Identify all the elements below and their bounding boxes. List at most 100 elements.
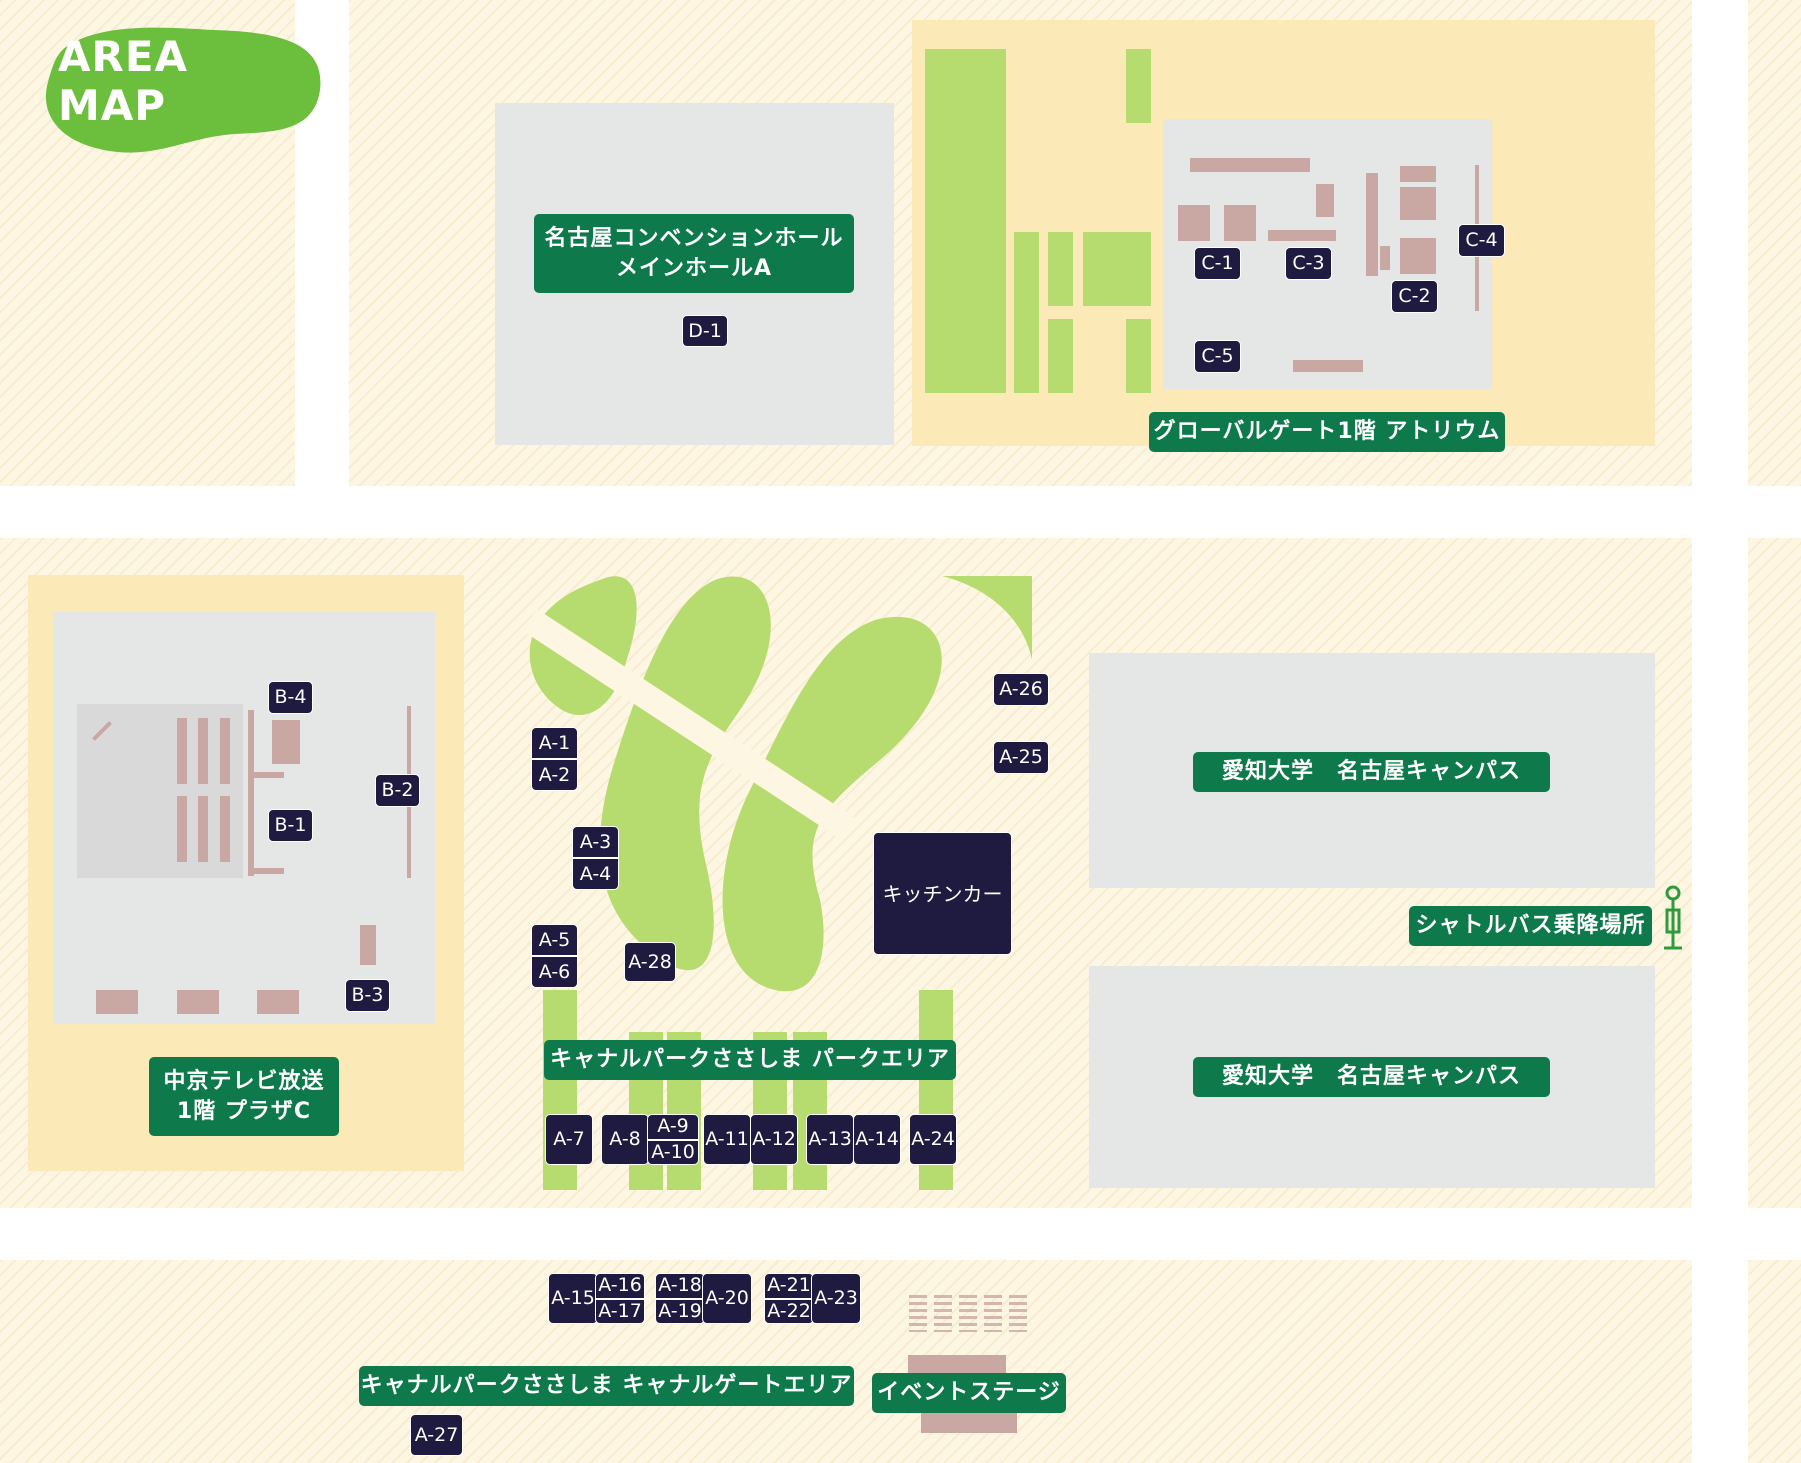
booth-a-23[interactable]: A-23 xyxy=(811,1273,861,1324)
table xyxy=(257,990,299,1014)
bus-stop-icon xyxy=(1664,885,1682,950)
chukyo-label[interactable]: 中京テレビ放送 1階 プラザC xyxy=(149,1057,339,1136)
seats xyxy=(198,718,208,784)
booth-a-15[interactable]: A-15 xyxy=(548,1273,598,1324)
green-strip xyxy=(1048,232,1073,306)
booth-c-5[interactable]: C-5 xyxy=(1194,340,1241,373)
event-stage-label[interactable]: イベントステージ xyxy=(872,1373,1066,1413)
booth-a-14[interactable]: A-14 xyxy=(853,1114,901,1165)
booth-b-3[interactable]: B-3 xyxy=(345,979,390,1012)
booth-a-25[interactable]: A-25 xyxy=(993,741,1049,774)
booth-a-17[interactable]: A-17 xyxy=(596,1297,644,1324)
booth-a-7[interactable]: A-7 xyxy=(545,1114,593,1165)
map-title: AREA MAP xyxy=(58,32,189,130)
booth-a-28[interactable]: A-28 xyxy=(624,942,676,982)
counter xyxy=(1268,230,1336,241)
booth-c-4[interactable]: C-4 xyxy=(1458,224,1505,257)
booth-c-2[interactable]: C-2 xyxy=(1391,280,1438,313)
city-block-ne xyxy=(1748,0,1801,486)
green-strip xyxy=(925,49,1006,393)
city-block-s-e xyxy=(1748,1260,1801,1463)
booth-a-13[interactable]: A-13 xyxy=(806,1114,854,1165)
booth-c-3[interactable]: C-3 xyxy=(1285,247,1332,280)
table xyxy=(1400,166,1436,182)
green-strip xyxy=(1048,319,1073,393)
green-strip xyxy=(1126,319,1151,393)
stage-area xyxy=(77,704,243,878)
booth-a-19[interactable]: A-19 xyxy=(656,1297,704,1324)
booth-a-1[interactable]: A-1 xyxy=(538,731,571,754)
booth-a-24[interactable]: A-24 xyxy=(909,1114,957,1165)
booth-a-3[interactable]: A-3 xyxy=(579,830,612,853)
seat-row xyxy=(984,1295,1002,1332)
stage xyxy=(908,1355,1006,1373)
stage xyxy=(921,1413,1017,1433)
green-strip xyxy=(1083,232,1151,306)
table xyxy=(1224,205,1256,241)
aichi-campus-label-1[interactable]: 愛知大学 名古屋キャンパス xyxy=(1193,752,1550,792)
booth-a-9[interactable]: A-9 xyxy=(657,1115,689,1138)
seats xyxy=(177,796,187,862)
booth-a-11[interactable]: A-11 xyxy=(703,1114,751,1165)
booth-a-20[interactable]: A-20 xyxy=(702,1273,752,1324)
booth-a-2[interactable]: A-2 xyxy=(532,758,577,790)
booth-b-1[interactable]: B-1 xyxy=(268,809,313,842)
booth-a-6[interactable]: A-6 xyxy=(532,955,577,987)
booth-a-8[interactable]: A-8 xyxy=(601,1114,649,1165)
booth-a-12[interactable]: A-12 xyxy=(750,1114,798,1165)
seat-row xyxy=(934,1295,952,1332)
booth-a-5[interactable]: A-5 xyxy=(538,928,571,951)
booth-a-22[interactable]: A-22 xyxy=(765,1297,813,1324)
booth-d-1[interactable]: D-1 xyxy=(682,315,728,347)
booth-a-16[interactable]: A-16 xyxy=(598,1274,642,1297)
park-green-leaves xyxy=(522,576,1032,992)
seat-row xyxy=(909,1295,927,1332)
city-block-s xyxy=(0,1260,1692,1463)
booth-a-18[interactable]: A-18 xyxy=(658,1274,702,1297)
booth-a-4[interactable]: A-4 xyxy=(573,857,618,889)
city-block-mid-e xyxy=(1748,538,1801,1208)
booth-a-10[interactable]: A-10 xyxy=(648,1138,698,1165)
seats xyxy=(220,718,230,784)
booth-a-26[interactable]: A-26 xyxy=(993,673,1049,706)
partition xyxy=(254,772,284,778)
convention-hall-label[interactable]: 名古屋コンベンションホール メインホールA xyxy=(534,214,854,293)
green-strip xyxy=(1014,232,1039,393)
table xyxy=(1400,238,1436,274)
counter xyxy=(1190,158,1310,172)
booth-b-2[interactable]: B-2 xyxy=(375,774,420,807)
aichi-campus-label-2[interactable]: 愛知大学 名古屋キャンパス xyxy=(1193,1057,1550,1097)
seat-row xyxy=(1009,1295,1027,1332)
table xyxy=(177,990,219,1014)
booth-a-21[interactable]: A-21 xyxy=(767,1274,811,1297)
seat-row xyxy=(959,1295,977,1332)
canal-gate-label[interactable]: キャナルパークささしま キャナルゲートエリア xyxy=(359,1366,854,1406)
canal-park-label[interactable]: キャナルパークささしま パークエリア xyxy=(544,1040,956,1080)
counter xyxy=(1293,360,1363,372)
seats xyxy=(198,796,208,862)
kitchen-car[interactable]: キッチンカー xyxy=(873,832,1012,955)
seats xyxy=(177,718,187,784)
table xyxy=(96,990,138,1014)
booth-c-1[interactable]: C-1 xyxy=(1194,247,1241,280)
table xyxy=(1400,187,1436,220)
title-blob xyxy=(45,27,321,153)
table xyxy=(1380,246,1390,270)
table xyxy=(1178,205,1210,241)
counter xyxy=(1366,173,1378,276)
partition xyxy=(248,710,254,876)
table xyxy=(1316,184,1334,217)
pillar xyxy=(360,925,376,965)
booth-a-27[interactable]: A-27 xyxy=(410,1414,463,1456)
green-strip xyxy=(1126,49,1151,123)
booth-b-4[interactable]: B-4 xyxy=(268,681,313,714)
atrium-label[interactable]: グローバルゲート1階 アトリウム xyxy=(1149,412,1505,452)
shuttle-bus-stop-label[interactable]: シャトルバス乗降場所 xyxy=(1409,906,1652,946)
